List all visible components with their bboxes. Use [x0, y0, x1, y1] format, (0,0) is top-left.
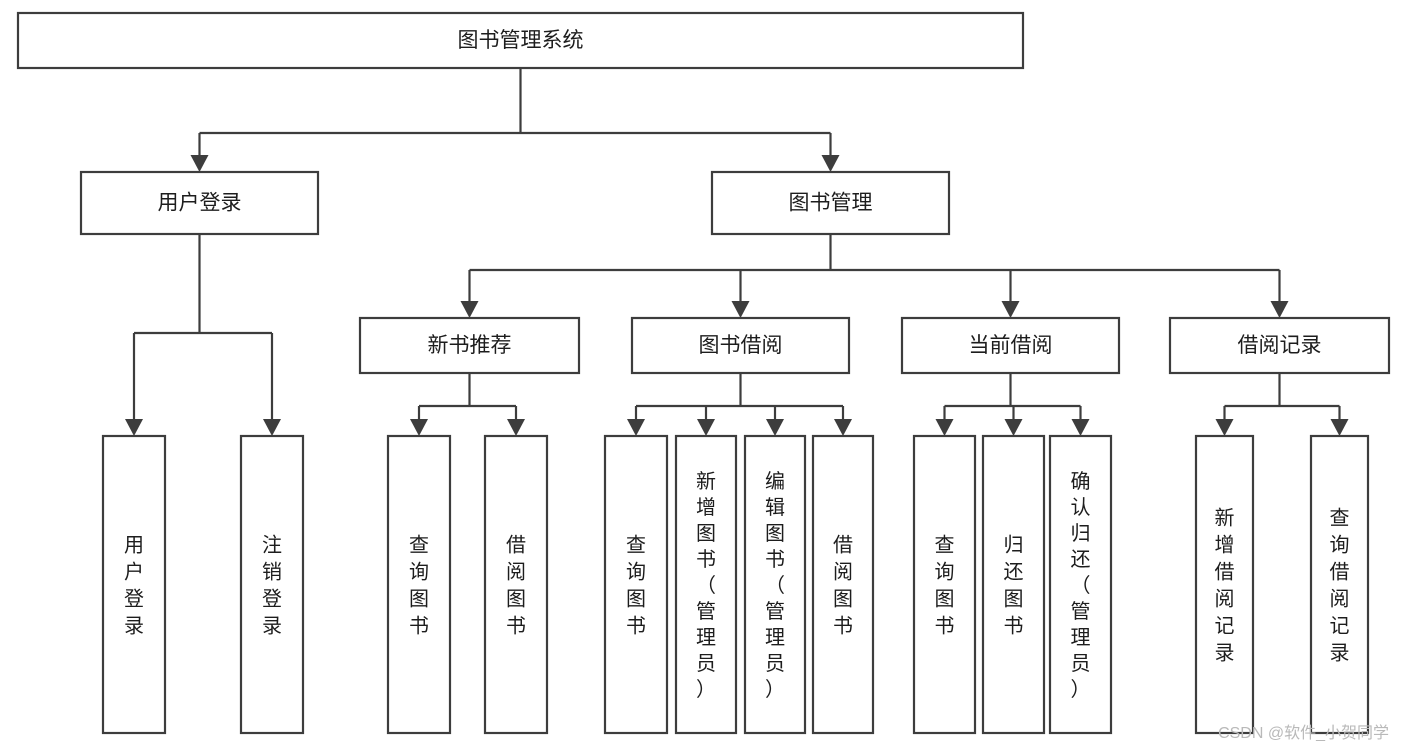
arrow-head-icon	[1270, 301, 1289, 318]
node-label: 编辑图书（管理员）	[765, 470, 785, 701]
node-borrow-record[interactable]: 借阅记录	[1168, 316, 1391, 375]
arrow-head-icon	[935, 419, 954, 436]
node-current-borrow[interactable]: 当前借阅	[900, 316, 1121, 375]
node-root[interactable]: 图书管理系统	[16, 11, 1025, 70]
node-label: 新增图书（管理员）	[696, 470, 716, 701]
node-box	[1048, 434, 1113, 735]
node-label: 图书管理系统	[458, 29, 584, 52]
node-user-login[interactable]: 用户登录	[79, 170, 320, 236]
node-box	[483, 434, 549, 735]
node-label: 图书借阅	[699, 334, 783, 357]
node-leaf-confirm-return[interactable]: 确认归还（管理员）	[1048, 434, 1113, 735]
node-leaf-query-record[interactable]: 查询借阅记录	[1309, 434, 1370, 735]
node-book-manage[interactable]: 图书管理	[710, 170, 951, 236]
arrow-head-icon	[1215, 419, 1234, 436]
arrow-head-icon	[821, 155, 840, 172]
node-box	[16, 11, 1025, 70]
arrow-head-icon	[1001, 301, 1020, 318]
connector-group-root	[190, 68, 840, 172]
connector-group-user-login	[125, 234, 281, 436]
arrow-head-icon	[1071, 419, 1090, 436]
arrow-head-icon	[627, 419, 645, 436]
arrow-head-icon	[125, 419, 143, 436]
node-label: 归还图书	[1004, 534, 1024, 638]
arrow-head-icon	[1330, 419, 1349, 436]
node-leaf-return-book[interactable]: 归还图书	[981, 434, 1046, 735]
node-box	[1194, 434, 1255, 735]
node-box	[101, 434, 167, 735]
watermark-label: CSDN @软件_小贺同学	[1218, 725, 1389, 742]
node-box	[79, 170, 320, 236]
arrow-head-icon	[731, 301, 750, 318]
node-label: 新书推荐	[428, 334, 512, 357]
arrow-head-icon	[190, 155, 209, 172]
arrow-head-icon	[460, 301, 479, 318]
arrow-head-icon	[263, 419, 281, 436]
connector-group-book-manage	[460, 234, 1289, 318]
arrow-head-icon	[766, 419, 784, 436]
node-leaf-query-book-rec[interactable]: 查询图书	[386, 434, 452, 735]
node-label: 查询图书	[626, 534, 646, 638]
node-label: 新增借阅记录	[1215, 507, 1235, 665]
node-box	[630, 316, 851, 375]
connector-group-current-borrow	[935, 373, 1090, 436]
node-box	[912, 434, 977, 735]
node-box	[900, 316, 1121, 375]
node-box	[981, 434, 1046, 735]
node-label: 查询图书	[935, 534, 955, 638]
node-leaf-query-book-current[interactable]: 查询图书	[912, 434, 977, 735]
node-box	[743, 434, 807, 735]
node-leaf-query-book-borrow[interactable]: 查询图书	[603, 434, 669, 735]
node-label: 用户登录	[158, 192, 242, 215]
node-label: 注销登录	[262, 534, 282, 638]
node-label: 用户登录	[124, 535, 144, 638]
node-label: 借阅记录	[1238, 334, 1322, 357]
node-label: 查询图书	[409, 534, 429, 638]
node-box	[1168, 316, 1391, 375]
node-new-book-recommend[interactable]: 新书推荐	[358, 316, 581, 375]
node-label: 查询借阅记录	[1330, 507, 1350, 665]
node-leaf-add-book[interactable]: 新增图书（管理员）	[674, 434, 738, 735]
node-box	[239, 434, 305, 735]
node-label: 图书管理	[789, 192, 873, 215]
connector-layer	[125, 68, 1349, 436]
node-label: 借阅图书	[506, 534, 526, 638]
node-box	[674, 434, 738, 735]
node-leaf-borrow-book-rec[interactable]: 借阅图书	[483, 434, 549, 735]
node-box	[811, 434, 875, 735]
node-box	[386, 434, 452, 735]
node-box	[358, 316, 581, 375]
node-leaf-borrow-book[interactable]: 借阅图书	[811, 434, 875, 735]
arrow-head-icon	[697, 419, 715, 436]
node-box	[1309, 434, 1370, 735]
node-box	[603, 434, 669, 735]
node-layer: 图书管理系统用户登录图书管理新书推荐图书借阅当前借阅借阅记录用户登录注销登录查询…	[16, 11, 1391, 735]
node-leaf-add-record[interactable]: 新增借阅记录	[1194, 434, 1255, 735]
node-leaf-logout[interactable]: 注销登录	[239, 434, 305, 735]
node-label: 确认归还（管理员）	[1071, 470, 1091, 701]
connector-group-borrow-record	[1215, 373, 1349, 436]
connector-group-new-book-recommend	[410, 373, 525, 436]
node-leaf-edit-book[interactable]: 编辑图书（管理员）	[743, 434, 807, 735]
arrow-head-icon	[410, 419, 428, 436]
node-leaf-user-login[interactable]: 用户登录	[101, 434, 167, 735]
node-label: 当前借阅	[969, 334, 1053, 357]
arrow-head-icon	[834, 419, 852, 436]
node-book-borrow[interactable]: 图书借阅	[630, 316, 851, 375]
arrow-head-icon	[1004, 419, 1023, 436]
node-box	[710, 170, 951, 236]
arrow-head-icon	[507, 419, 525, 436]
connector-group-book-borrow	[627, 373, 852, 436]
node-label: 借阅图书	[833, 534, 853, 638]
